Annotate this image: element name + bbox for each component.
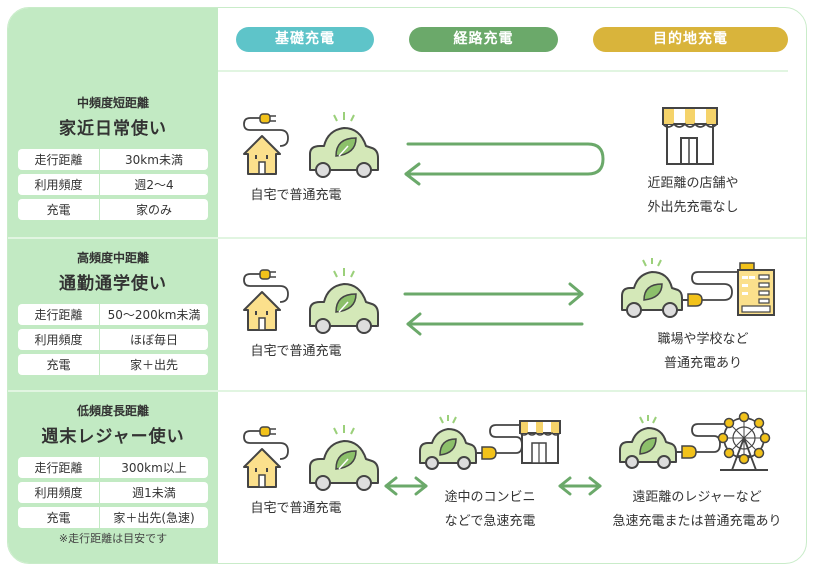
office-building-icon [737,262,775,316]
ev-car-icon [419,415,477,470]
caption-line: 急速充電または普通充電あり [612,514,782,529]
spec-row: 利用頻度週1未満 [18,482,208,503]
home-caption: 自宅で普通充電 [250,344,342,359]
shop-icon [519,420,561,464]
home-caption: 自宅で普通充電 [250,501,342,516]
ev-car-icon [309,425,379,491]
spec-key: 利用頻度 [18,482,100,503]
spec-value: ほぼ毎日 [100,329,208,350]
spec-value: 家＋出先 [100,354,208,375]
usage-subtitle: 高頻度中距離 [76,251,149,265]
spec-key: 充電 [18,199,100,220]
plug-icon [259,426,276,437]
house-icon [243,448,281,488]
spec-key: 利用頻度 [18,174,100,195]
workplace-charging-icon [621,258,775,318]
home-charging-icon [243,112,379,178]
spec-row: 充電家のみ [18,199,208,220]
ev-car-icon [309,112,379,178]
spec-value: 週1未満 [100,482,208,503]
spec-key: 充電 [18,507,100,528]
spec-value: 週2〜4 [100,174,208,195]
row-divider [8,390,806,392]
caption-line: 遠距離のレジャーなど [632,490,762,505]
destination-caption: 職場や学校など 普通充電あり [628,328,778,376]
spec-row: 充電家＋出先(急速) [18,507,208,528]
double-arrow-icon [558,476,602,496]
spec-value: 50〜200km未満 [100,304,208,325]
plug-icon [259,113,276,124]
plug-icon [687,293,703,307]
usage-subtitle: 中頻度短距離 [76,96,149,110]
shop-icon [662,107,718,165]
spec-row: 充電家＋出先 [18,354,208,375]
leisure-charging-icon [619,411,771,471]
usage-title: 週末レジャー使い [41,427,185,447]
spec-row: 利用頻度ほぼ毎日 [18,329,208,350]
caption-line: などで急速充電 [444,514,536,529]
plug-icon [681,445,697,459]
spec-value: 30km未満 [100,149,208,170]
column-header-route-charging: 経路充電 [409,27,558,52]
spec-key: 充電 [18,354,100,375]
caption-line: 途中のコンビニ [444,490,536,505]
caption-line: 普通充電あり [663,356,742,371]
ferris-wheel-icon [717,411,771,471]
plug-icon [259,269,276,280]
convenience-store-charging-icon [419,415,561,470]
footnote: ※走行距離は目安です [58,532,168,545]
destination-caption: 遠距離のレジャーなど 急速充電または普通充電あり [592,486,802,534]
ev-car-icon [619,415,677,469]
column-header-destination-charging: 目的地充電 [593,27,788,52]
house-icon [243,291,281,331]
spec-value: 家＋出先(急速) [100,507,208,528]
spec-key: 走行距離 [18,457,100,478]
house-icon [243,135,281,175]
plug-icon [481,446,497,460]
home-charging-icon [243,268,379,334]
usage-title: 家近日常使い [59,119,167,139]
destination-caption: 近距離の店舗や 外出先充電なし [618,172,768,220]
caption-line: 外出先充電なし [647,200,739,215]
row-divider [8,237,806,239]
caption-line: 職場や学校など [657,332,749,347]
double-arrow-icon [384,476,428,496]
spec-key: 走行距離 [18,149,100,170]
two-way-arrows [403,282,584,336]
header-divider [218,70,788,72]
spec-value: 300km以上 [100,457,208,478]
ev-car-icon [309,268,379,334]
ev-car-icon [621,258,683,318]
spec-row: 利用頻度週2〜4 [18,174,208,195]
spec-key: 利用頻度 [18,329,100,350]
home-charging-icon [243,425,379,491]
home-caption: 自宅で普通充電 [250,188,342,203]
caption-line: 近距離の店舗や [647,176,739,191]
u-turn-arrow [404,142,605,186]
usage-title: 通勤通学使い [59,274,167,294]
column-header-basic-charging: 基礎充電 [236,27,374,52]
spec-value: 家のみ [100,199,208,220]
spec-key: 走行距離 [18,304,100,325]
usage-subtitle: 低頻度長距離 [76,404,149,418]
route-caption: 途中のコンビニ などで急速充電 [430,486,550,534]
